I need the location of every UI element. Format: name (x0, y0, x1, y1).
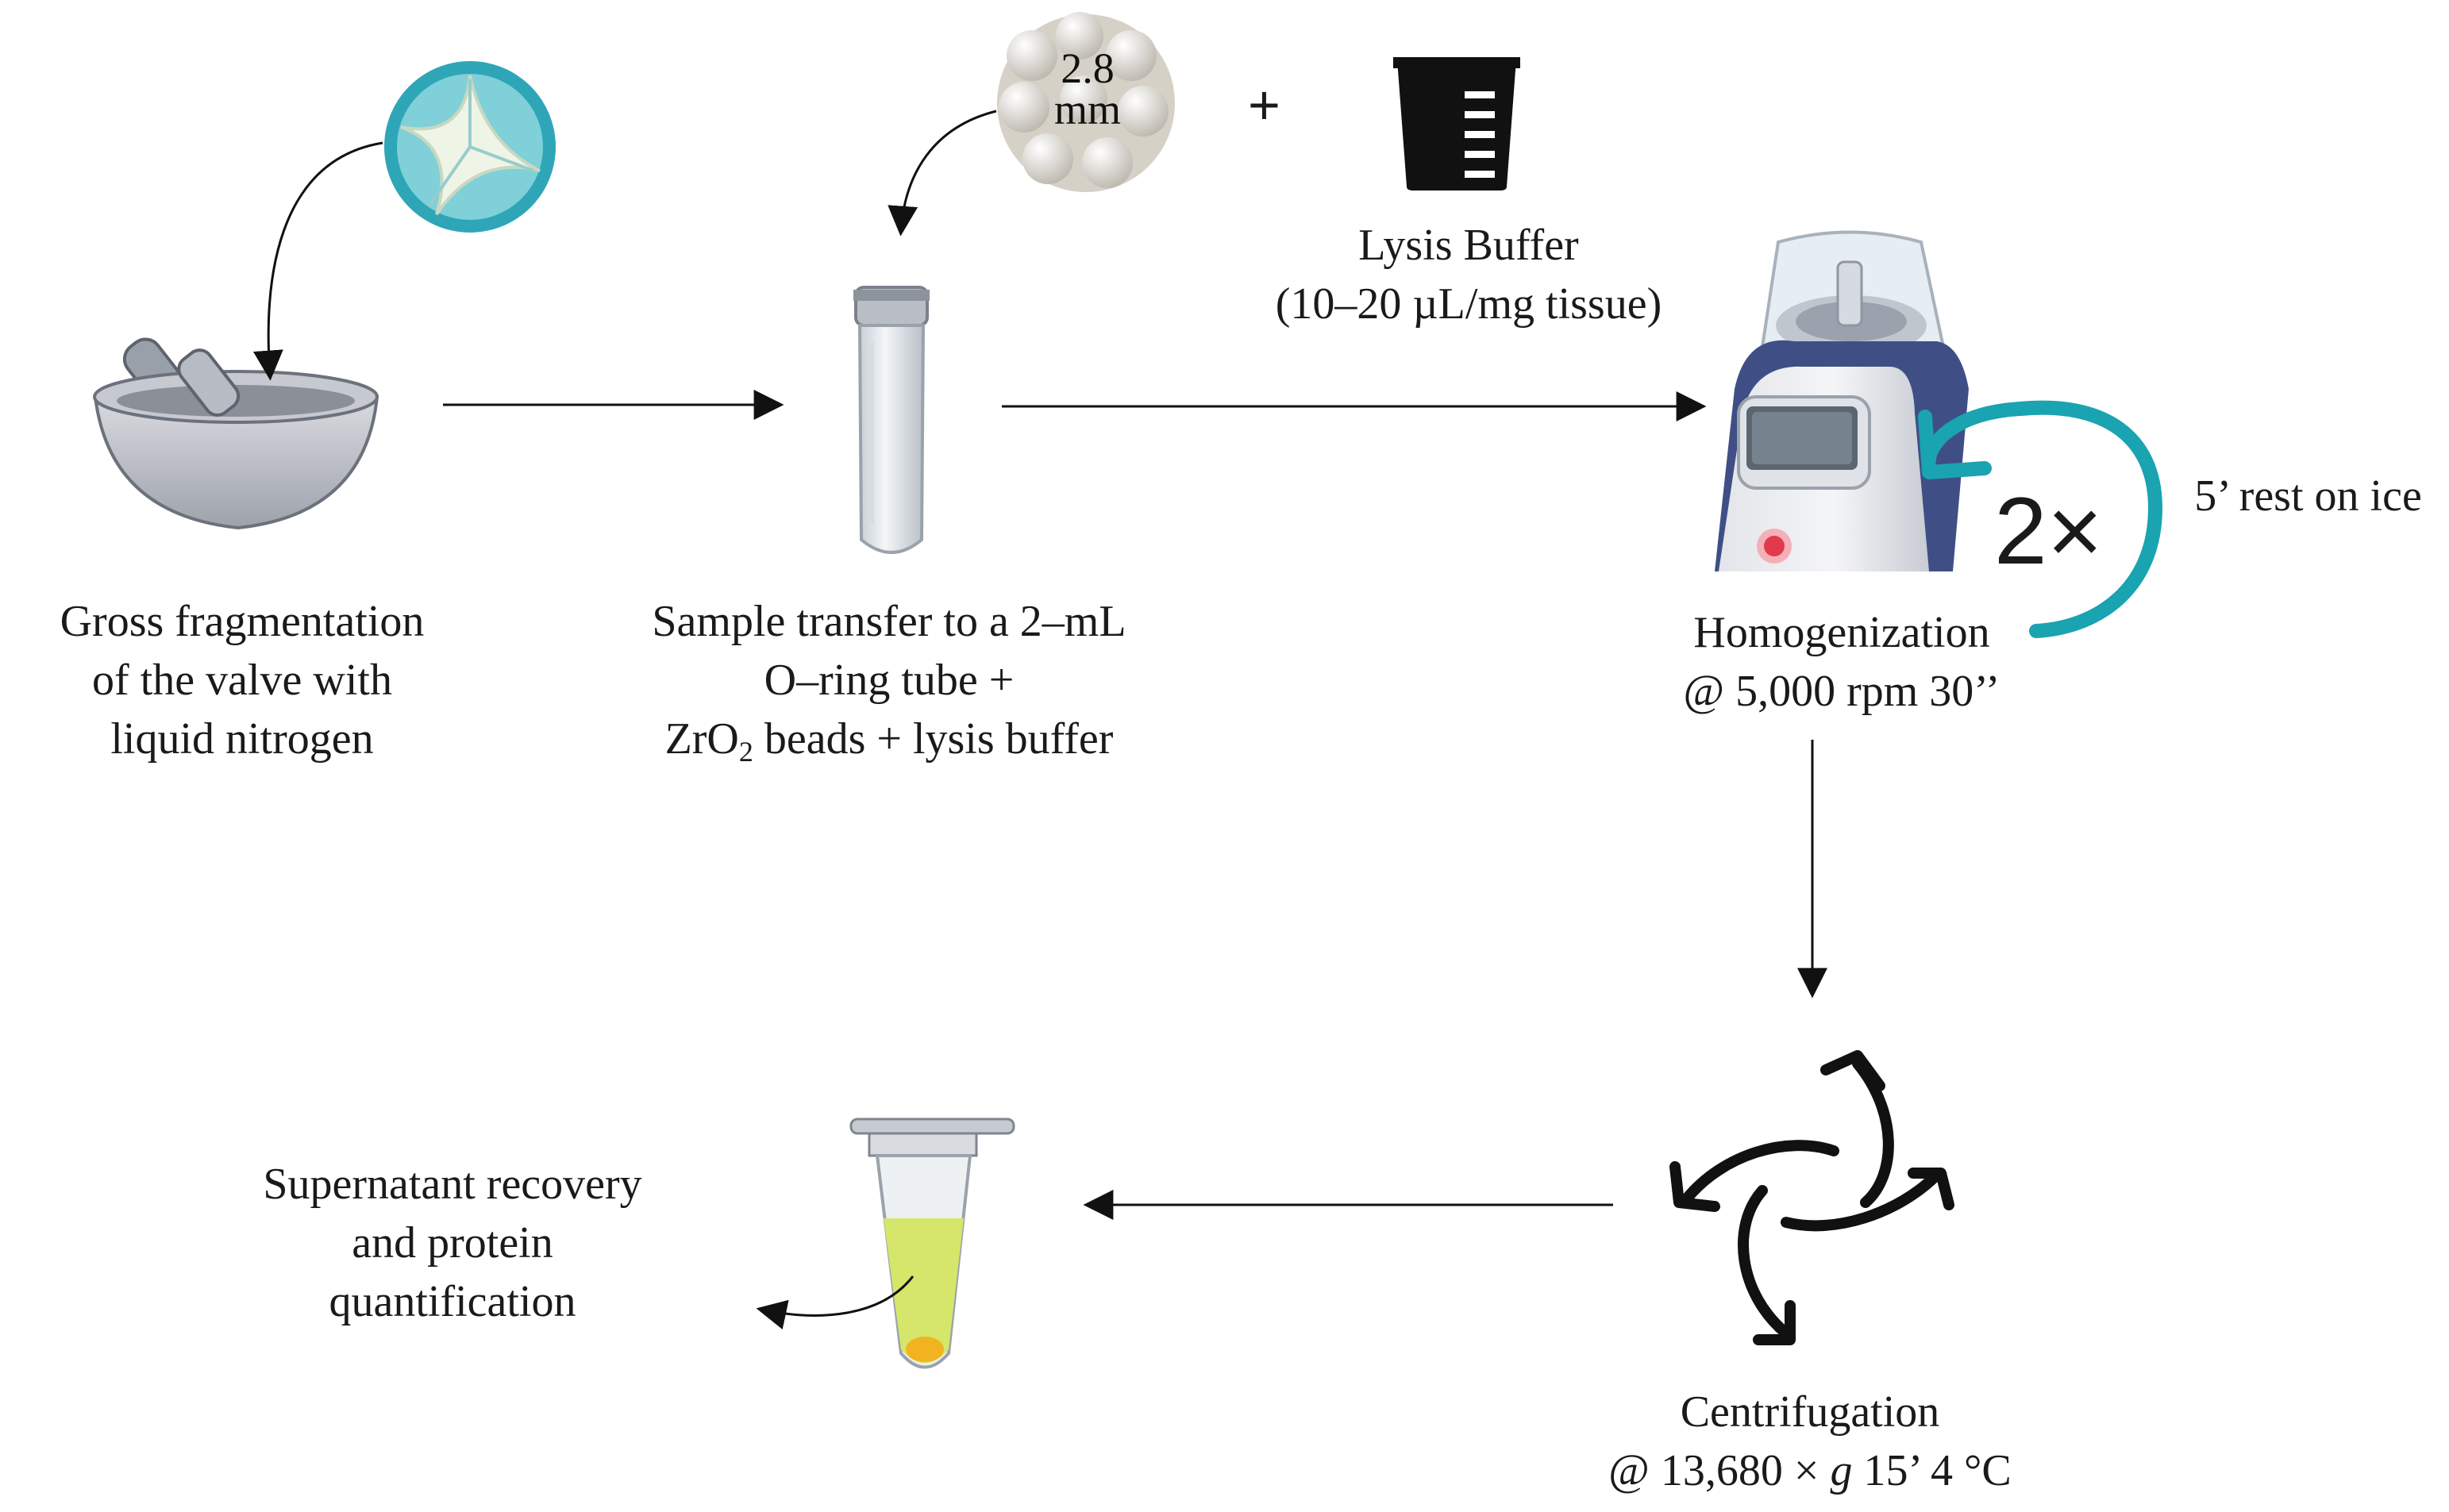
repeat-count: 2× (1994, 478, 2103, 584)
valve-to-mortar-arrow (252, 141, 383, 381)
oring-tube-icon (853, 286, 930, 554)
centrifugation-label: Centrifugation @ 13,680 × g 15’ 4 °C (1608, 1387, 2012, 1495)
rest-label: 5’ rest on ice (2194, 471, 2422, 521)
supernatant-label: Supernatant recovery and protein quantif… (263, 1160, 642, 1326)
eppendorf-to-supernatant-arrow (756, 1275, 915, 1329)
transfer-label: Sample transfer to a 2–mL O–ring tube + … (652, 597, 1126, 768)
centrifuge-icon (1669, 1050, 1954, 1345)
fragmentation-label: Gross fragmentation of the valve with li… (60, 597, 425, 764)
beaker-icon (1393, 57, 1520, 190)
repeat-arrow-head (1918, 410, 1992, 479)
homogenizer-icon (1715, 230, 1969, 571)
mortar-pestle-icon (93, 337, 379, 530)
repeat-arrow (1922, 400, 2163, 638)
plus-sign: + (1248, 74, 1280, 136)
heart-valve-icon (384, 61, 556, 233)
beads-icon (997, 12, 1175, 192)
lysis-buffer-label: Lysis Buffer (10–20 µL/mg tissue) (1275, 221, 1662, 329)
eppendorf-tube-icon (849, 1118, 1015, 1369)
beads-size-value: 2.8 (1061, 44, 1115, 92)
beads-to-tube-arrow (888, 110, 997, 237)
beads-size-unit: mm (1053, 86, 1121, 133)
beads-size-label: 2.8 mm (1032, 44, 1143, 133)
homogenization-label: Homogenization @ 5,000 rpm 30’’ (1683, 608, 2000, 716)
